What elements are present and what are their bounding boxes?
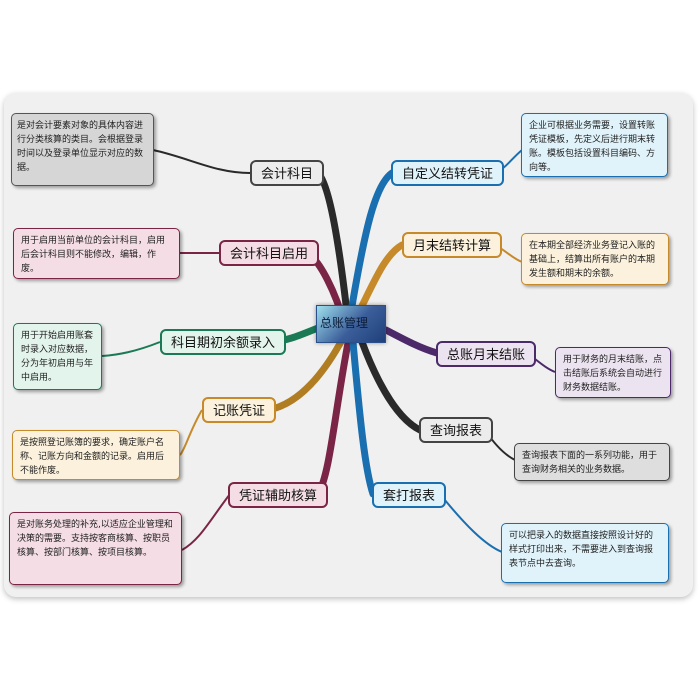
topic-kjkm[interactable]: 会计科目: [250, 160, 325, 186]
note-line-tdbb: [439, 493, 503, 553]
note-zdy: 企业可根据业务需要，设置转账凭证模板，先定义后进行期末转账。模板包括设置科目编码…: [521, 113, 668, 177]
note-kmqy: 用于启用当前单位的会计科目，启用后会计科目则不能修改，编辑，作废。: [13, 228, 180, 279]
note-cxbb: 查询报表下面的一系列功能，用于查询财务相关的业务数据。: [514, 443, 670, 481]
topic-jzpz[interactable]: 记账凭证: [202, 397, 277, 423]
branch-line-zzyj: [382, 326, 441, 357]
note-tdbb: 可以把录入的数据直接按照设计好的样式打印出来，不需要进入到查询报表节点中去查询。: [501, 523, 669, 583]
branch-line-jzpz: [264, 336, 346, 414]
topic-tdbb[interactable]: 套打报表: [372, 482, 447, 508]
note-kjkm: 是对会计要素对象的具体内容进行分类核算的类目。会根据登录时间以及登录单位显示对应…: [11, 113, 154, 186]
note-line-pzfz: [181, 493, 231, 551]
note-jzpz: 是按照登记账簿的要求，确定账户名称、记账方向和金额的记录。启用后不能作废。: [12, 430, 180, 480]
note-ymjz: 在本期全部经济业务登记入账的基础上，结算出所有账户的本期发生额和期末的余额。: [521, 233, 669, 285]
note-line-jzpz: [179, 409, 203, 456]
branch-line-tdbb: [349, 338, 377, 498]
topic-zzyj[interactable]: 总账月末结账: [436, 341, 537, 367]
central-topic-node[interactable]: 总账管理: [316, 305, 386, 343]
topic-ymjz[interactable]: 月末结转计算: [402, 232, 503, 258]
note-line-qcye: [101, 341, 161, 357]
topic-pzfz[interactable]: 凭证辅助核算: [228, 482, 329, 508]
branch-line-ymjz: [354, 241, 406, 318]
branch-line-zdy: [348, 169, 396, 310]
note-zzyj: 用于财务的月末结账，点击结账后系统会自动进行财务数据结账。: [555, 347, 671, 398]
topic-cxbb[interactable]: 查询报表: [419, 417, 494, 443]
topic-kmqy[interactable]: 会计科目启用: [219, 240, 320, 266]
topic-qcye[interactable]: 科目期初余额录入: [160, 329, 287, 355]
branch-line-cxbb: [358, 338, 424, 434]
note-line-kjkm: [152, 149, 251, 174]
note-qcye: 用于开始启用账套时录入对应数据，分为年初启用与年中启用。: [13, 323, 102, 390]
note-pzfz: 是对账务处理的补充,以适应企业管理和决策的需要。支持按客商核算、按职员核算、按部…: [9, 512, 182, 585]
topic-zdy[interactable]: 自定义结转凭证: [391, 160, 505, 186]
